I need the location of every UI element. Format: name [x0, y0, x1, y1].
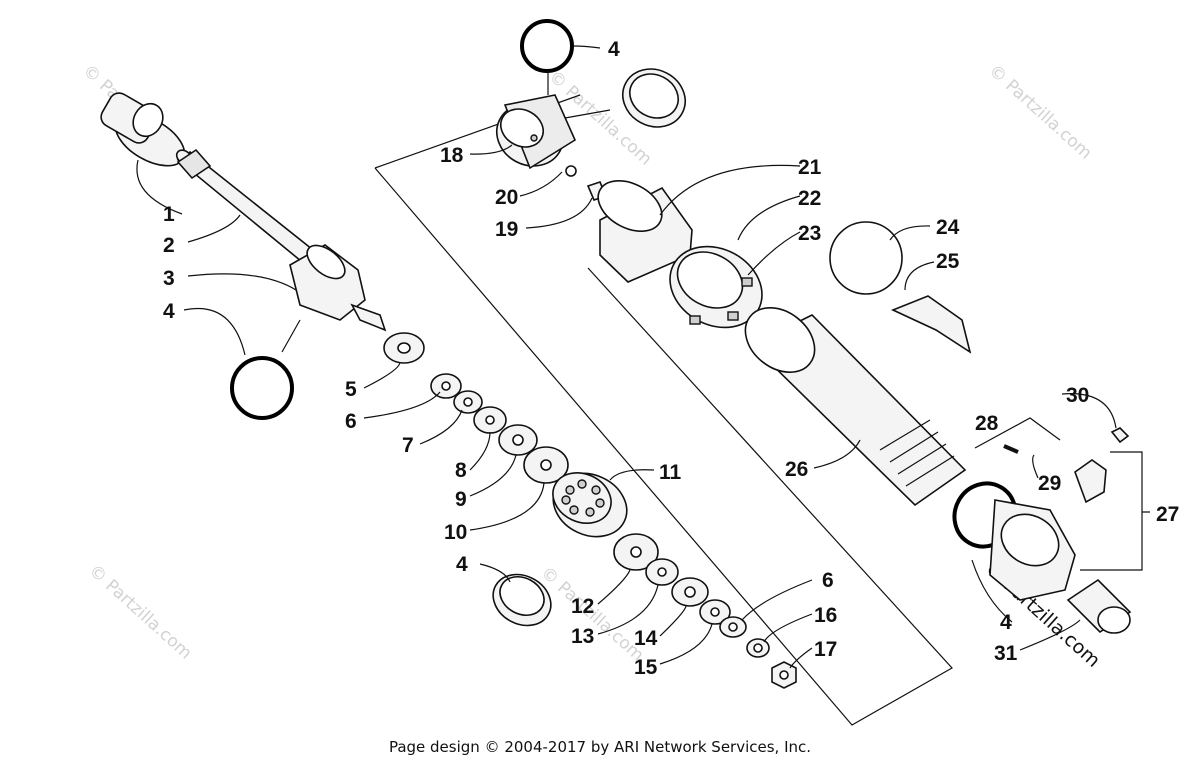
- watermark-group: © Partzilla.com © Partzilla.com © Partzi…: [79, 61, 1105, 672]
- callout-3: 3: [163, 267, 175, 290]
- callout-6: 6: [822, 569, 834, 592]
- part-27-reservoir-cap: [989, 499, 1076, 601]
- page-footer: Page design © 2004-2017 by ARI Network S…: [388, 738, 812, 756]
- callout-4: 4: [163, 300, 175, 323]
- callout-labels: 1 2 3 4 5 6 7 8 9 10 11 4 12 13 14 15 6 …: [163, 38, 1179, 679]
- callout-23: 23: [798, 222, 821, 245]
- callout-5: 5: [345, 378, 357, 401]
- callout-28: 28: [975, 412, 999, 435]
- callout-17: 17: [814, 638, 837, 661]
- shim-stack-upper: [383, 332, 569, 484]
- callout-19: 19: [495, 218, 518, 241]
- callout-24: 24: [936, 216, 960, 239]
- part-20-oring: [565, 165, 577, 177]
- part-4-wear-band: [622, 68, 686, 128]
- part-28-pin: [1003, 444, 1019, 454]
- callout-20: 20: [495, 186, 518, 209]
- part-30-screw: [1110, 427, 1130, 444]
- part-26-shock-body: [744, 307, 967, 507]
- callout-13: 13: [571, 625, 594, 648]
- watermark: © Partzilla.com: [85, 561, 196, 664]
- callout-10: 10: [444, 521, 467, 544]
- part-2-shaft: [175, 148, 334, 277]
- callout-15: 15: [634, 656, 658, 679]
- callout-25: 25: [936, 250, 960, 273]
- part-21-sleeve: [597, 180, 693, 283]
- callout-21: 21: [798, 156, 822, 179]
- callout-8: 8: [455, 459, 467, 482]
- callout-29: 29: [1038, 472, 1061, 495]
- part-18-seal-head: [496, 94, 577, 170]
- part-4-wear-band: [492, 573, 552, 627]
- bracket-27: [1080, 451, 1150, 571]
- shim-stack-lower: [613, 533, 797, 689]
- callout-12: 12: [571, 595, 594, 618]
- leader-lines: [136, 45, 1117, 669]
- part-3-shaft-body: [289, 244, 387, 332]
- part-31-bushing: [1066, 578, 1132, 634]
- callout-11: 11: [659, 461, 682, 484]
- callout-4: 4: [456, 553, 468, 576]
- callout-26: 26: [785, 458, 808, 481]
- callout-1: 1: [163, 203, 175, 226]
- part-11-piston: [552, 472, 628, 538]
- callout-6: 6: [345, 410, 357, 433]
- callout-14: 14: [634, 627, 658, 650]
- watermark: © Partzilla.com: [985, 61, 1096, 164]
- part-29-fitting: [1074, 459, 1107, 504]
- part-4-oring: [520, 19, 574, 73]
- part-4-oring: [230, 356, 294, 420]
- part-1-eyelet: [100, 92, 186, 167]
- callout-31: 31: [994, 642, 1018, 665]
- callout-22: 22: [798, 187, 821, 210]
- part-24-clip: [829, 221, 903, 295]
- part-25-spring-retainer: [890, 295, 972, 354]
- callout-4: 4: [608, 38, 620, 61]
- callout-18: 18: [440, 144, 464, 167]
- callout-2: 2: [163, 234, 175, 257]
- bracket-28: [974, 417, 1061, 449]
- callout-7: 7: [402, 434, 414, 457]
- part-22-adjuster-nut: [669, 245, 763, 329]
- callout-4: 4: [1000, 611, 1012, 634]
- callout-27: 27: [1156, 503, 1179, 526]
- callout-30: 30: [1066, 384, 1089, 407]
- callout-9: 9: [455, 488, 467, 511]
- callout-16: 16: [814, 604, 837, 627]
